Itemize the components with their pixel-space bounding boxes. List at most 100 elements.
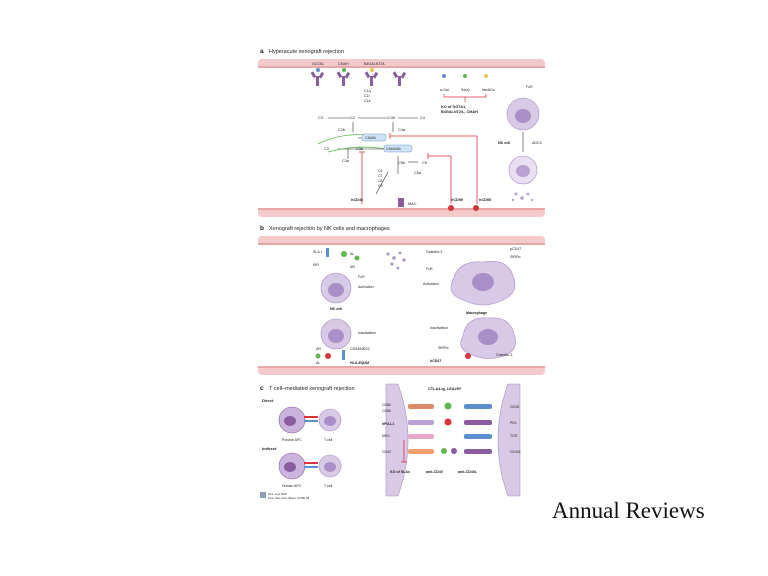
direct-label: Direct <box>262 398 274 403</box>
human-apc-icon <box>278 452 306 480</box>
cascade-arrows <box>328 117 418 195</box>
nk-cell-label: NK cell <box>498 141 510 145</box>
inhibition-lines <box>359 133 478 204</box>
hpd-l1-label: hPD-L1 <box>382 422 394 426</box>
receptor-icon <box>326 248 360 261</box>
pcd47-label: pCD47 <box>510 247 521 251</box>
t-cell-label: T cell <box>324 438 333 442</box>
co-stimulation-molecules <box>408 402 492 454</box>
glycan-label: Neu5Gc <box>482 88 495 92</box>
macrophage-icon <box>460 317 516 359</box>
macrophage-label: Macrophage <box>466 311 487 315</box>
fcr-label: FcR <box>526 85 533 89</box>
glycan-label: α-Gal <box>440 88 449 92</box>
membrane-top-a <box>258 59 545 68</box>
c1s-label: C1s <box>364 99 371 103</box>
nk-cell-icon <box>320 272 352 304</box>
t-cell-membrane <box>497 383 521 497</box>
membrane-bottom-b <box>258 366 545 375</box>
c7-label: C7 <box>378 174 383 178</box>
sirpa-label: SIRPα <box>510 255 520 259</box>
nk-cell-label: NK cell <box>330 307 342 311</box>
t-cell-icon <box>318 454 342 478</box>
glycan-label: Sd(a) <box>461 88 470 92</box>
panel-a-letter: a <box>260 48 264 55</box>
porcine-apc-label: Porcine APC <box>282 438 302 442</box>
xenograft-rejection-figure: a Hyperacute xenograft rejection GGTA1 C… <box>258 44 545 510</box>
activation-label: Activation <box>358 285 374 289</box>
c5b-label: C5b <box>398 161 405 165</box>
cd40l-label: CD40L <box>510 450 521 454</box>
c5a-label: C5a <box>414 171 422 175</box>
receptor-icon <box>315 350 345 360</box>
panel-a: a Hyperacute xenograft rejection GGTA1 C… <box>258 48 545 217</box>
publisher-label: Annual Reviews <box>552 498 705 523</box>
antibody-icon <box>310 71 407 86</box>
fcr-label: FcR <box>358 275 365 279</box>
c3a-label: C3a <box>342 159 350 163</box>
publisher-logo-icon <box>260 492 266 498</box>
inhibit-icon <box>465 353 471 359</box>
pd1-label: PD1 <box>510 421 517 425</box>
c2-label: C2 <box>350 116 355 120</box>
membrane-top-b <box>258 236 545 245</box>
cd28-label: CD28 <box>510 405 519 409</box>
c3b-label: C3b <box>356 147 363 151</box>
c4b2b3b-label: C4b2b3b <box>386 147 401 151</box>
panel-b-title: Xenograft rejection by NK cells and macr… <box>269 226 390 232</box>
panel-b-letter: b <box>260 225 264 232</box>
hcd59-protein-icon <box>448 205 454 211</box>
cd80-label: CD80 <box>382 403 391 407</box>
c5-label: C5 <box>422 161 427 165</box>
panel-c: c T cell–mediated xenograft rejection Di… <box>260 383 521 497</box>
sirpa-label: SIRPα <box>438 346 448 350</box>
ko-label: KO of GGTA1, <box>441 105 466 109</box>
c4a-label: C4a <box>398 128 406 132</box>
c1q-label: C1q <box>364 89 371 93</box>
ko-slas-label: KO of SLAs <box>390 470 410 474</box>
anti-cd40l-label: anti-CD40L <box>458 470 478 474</box>
glycan-icon <box>442 74 488 78</box>
cd40-label: CD40 <box>382 450 391 454</box>
mac-pore-icon <box>398 198 404 207</box>
ctla4-ig-label: CTLA4-Ig, LEA29Y <box>428 387 462 391</box>
c6-label: C6 <box>378 169 383 173</box>
c4b2b3b-box <box>383 144 413 153</box>
cd94-nkg2-label: CD94/NKG2 <box>350 347 370 351</box>
t-cell-label: T cell <box>324 484 333 488</box>
inactivation-label: Inactivation <box>358 331 376 335</box>
t-cell-icon <box>318 408 342 432</box>
membrane-bottom-a <box>258 208 545 217</box>
gene-label: CMAH <box>338 62 349 66</box>
panel-c-title: T cell–mediated xenograft rejection <box>269 386 355 392</box>
nk-cell-icon <box>506 97 540 131</box>
tcr-label: TCR <box>510 434 518 438</box>
nk-cell-icon <box>320 318 352 350</box>
human-apc-label: Human APC <box>282 484 302 488</box>
anti-cd40-label: anti-CD40 <box>426 470 443 474</box>
c9-label: C9 <box>378 184 383 188</box>
macrophage-icon <box>450 261 516 306</box>
ko-bracket <box>443 94 487 102</box>
ko-label: B4GALNT2/L, CMAH <box>441 110 478 114</box>
granule-cluster-icon <box>386 251 406 270</box>
fcr-label: FcR <box>426 267 433 271</box>
hcd55-protein-icon <box>473 205 479 211</box>
mac-label: MAC <box>408 202 417 206</box>
c1r-label: C1r <box>364 94 371 98</box>
c3-label: C3 <box>318 116 323 120</box>
al-label: AL <box>316 361 320 365</box>
panel-c-letter: c <box>260 385 264 392</box>
mhc-label: MHC <box>382 434 390 438</box>
gene-label: GGTA1 <box>312 62 324 66</box>
c4b-label: C4b <box>388 116 395 120</box>
porcine-apc-icon <box>278 406 306 434</box>
ar-label: AR <box>350 265 355 269</box>
galectin-3-label: Galectin-3 <box>426 250 442 254</box>
activation-label: Activation <box>423 282 439 286</box>
indirect-label: Indirect <box>262 446 277 451</box>
sla-i-label: SLA-I <box>313 250 322 254</box>
panel-b: b Xenograft rejection by NK cells and ma… <box>258 225 545 375</box>
cd86-label: CD86 <box>382 409 391 413</box>
inactivation-label: Inactivation <box>430 326 448 330</box>
